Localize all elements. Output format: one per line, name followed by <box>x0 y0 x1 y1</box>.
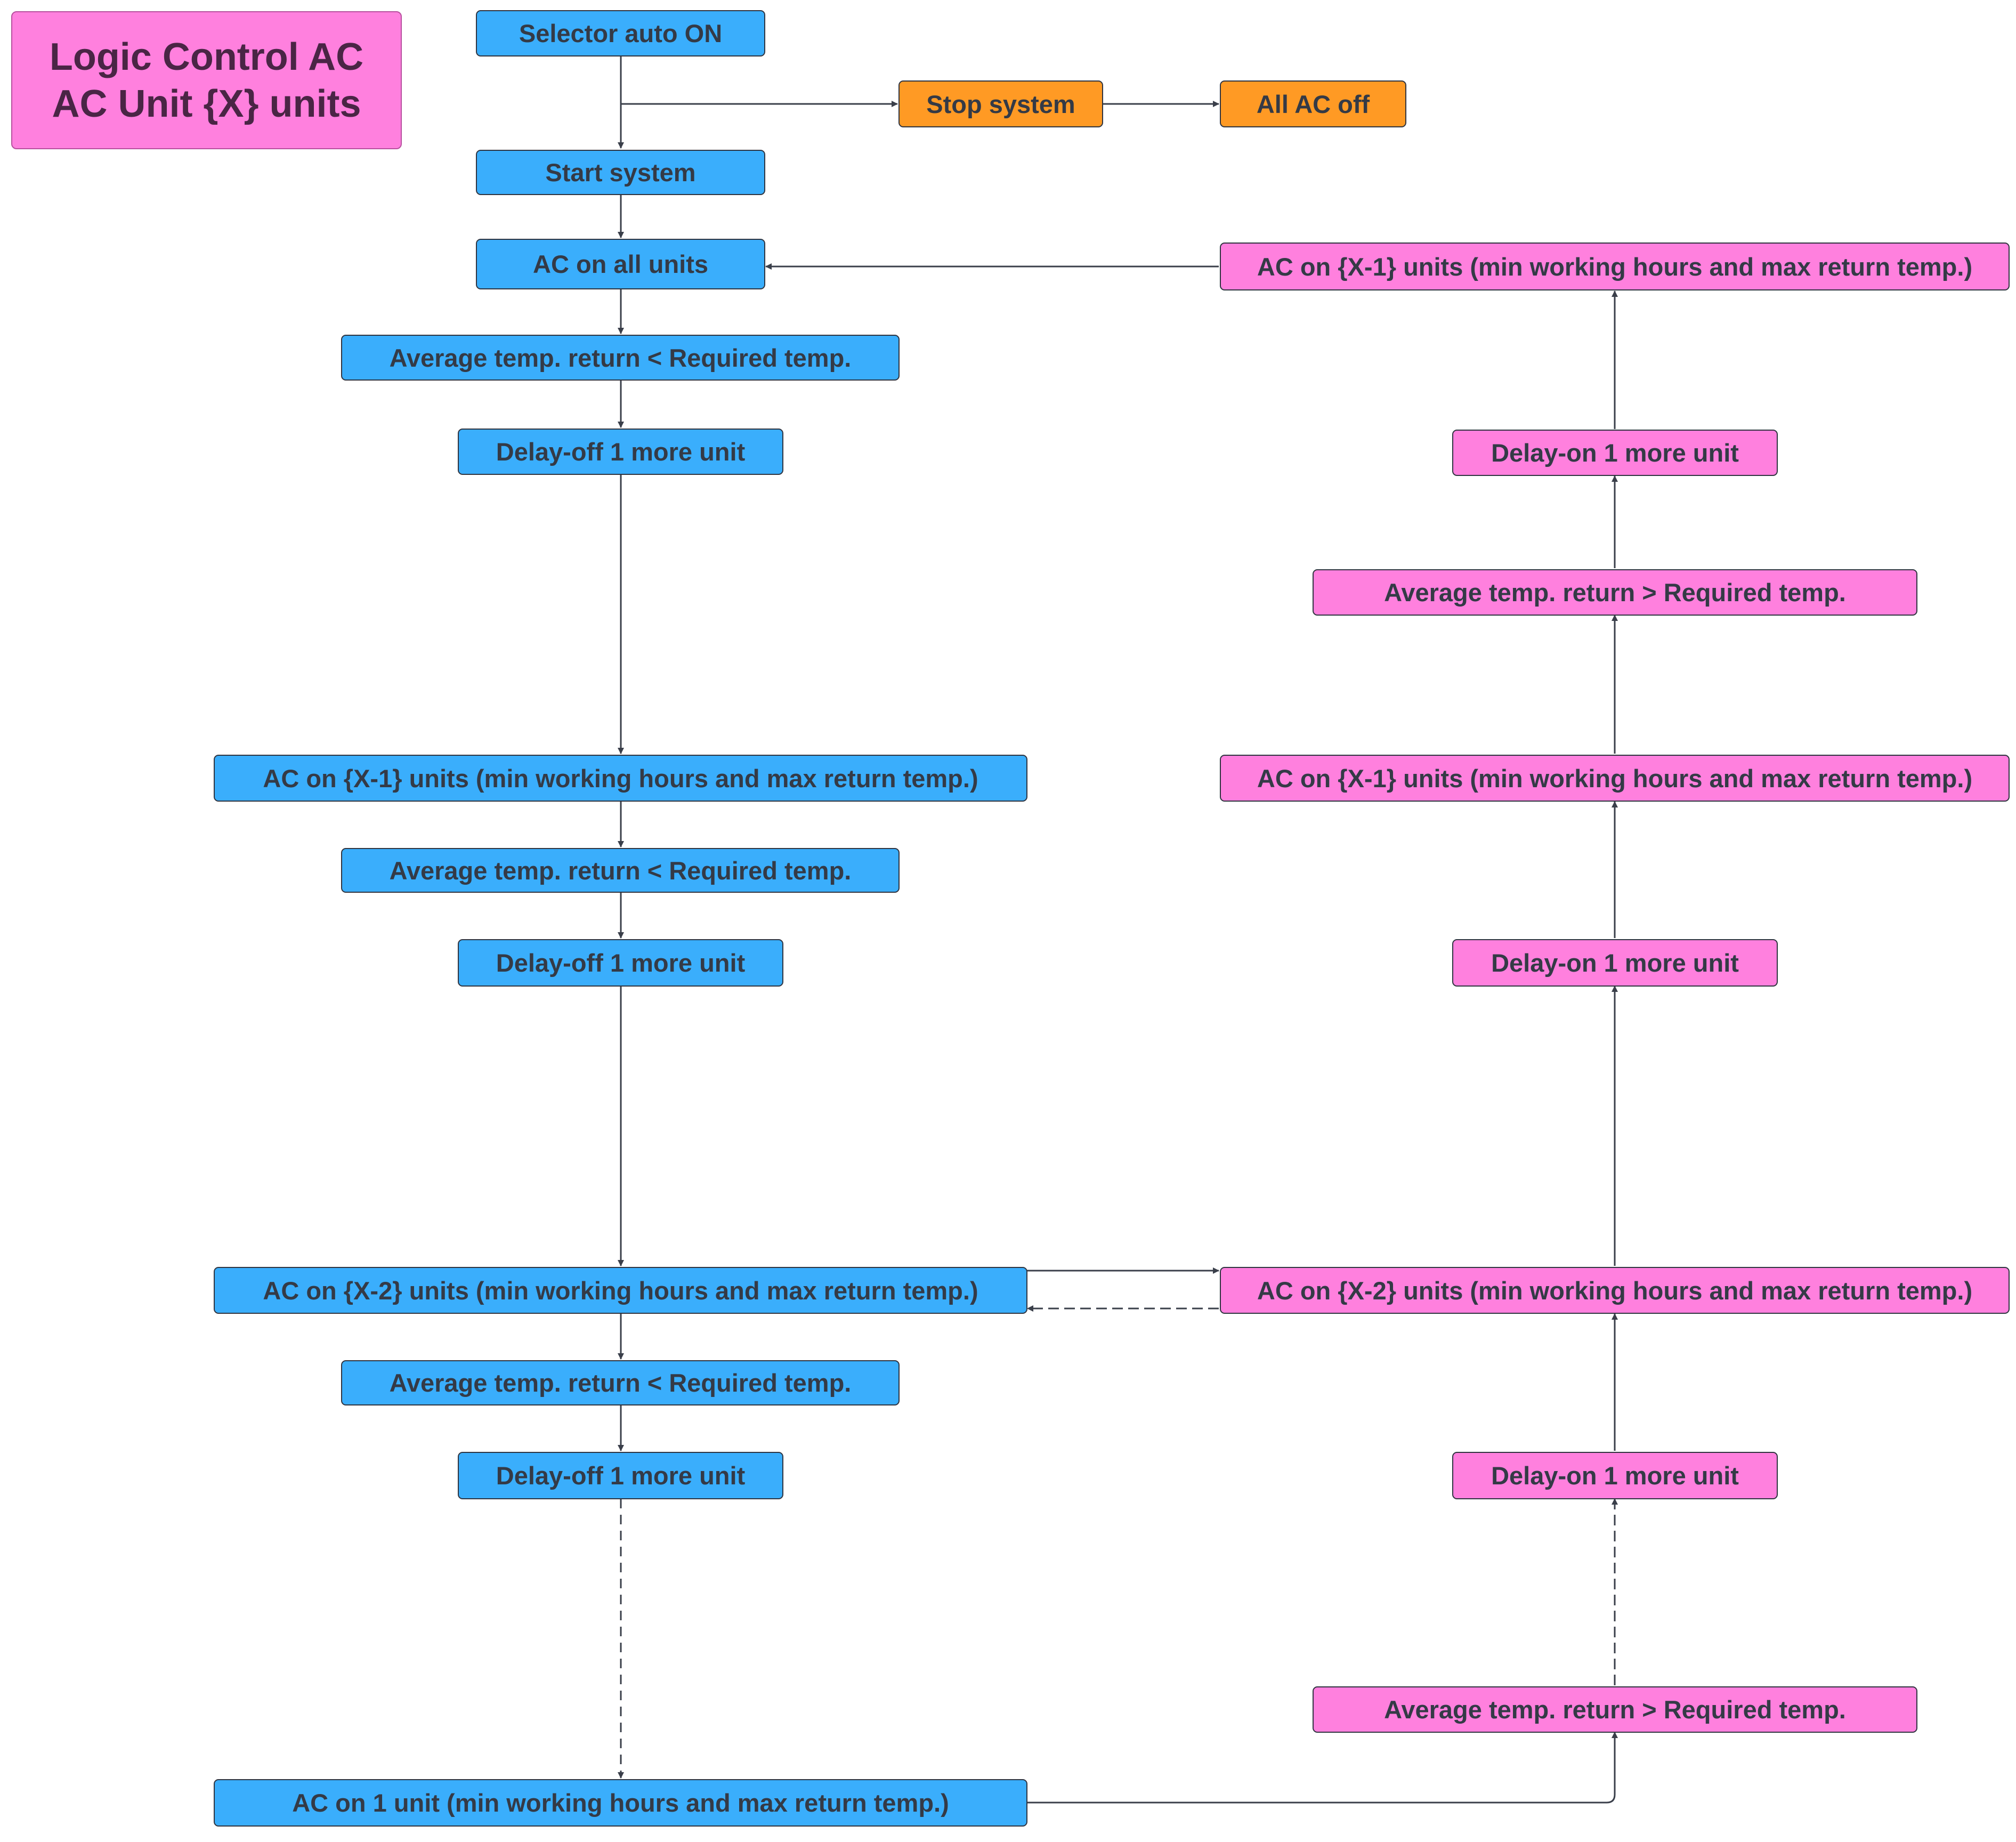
node-right-average-2: Average temp. return > Required temp. <box>1313 1686 1917 1733</box>
title-line-2: AC Unit {X} units <box>52 82 361 125</box>
node-left-delay-off-2: Delay-off 1 more unit <box>458 939 783 987</box>
node-left-ac-on-x-1: AC on {X-1} units (min working hours and… <box>214 755 1027 802</box>
node-all-ac-off: All AC off <box>1220 80 1406 127</box>
node-right-ac-on-x-1: AC on {X-1} units (min working hours and… <box>1220 755 2010 802</box>
node-left-average-2: Average temp. return < Required temp. <box>341 848 900 893</box>
node-right-delay-on-3: Delay-on 1 more unit <box>1452 1452 1778 1499</box>
node-right-average-1: Average temp. return > Required temp. <box>1313 569 1917 616</box>
node-right-delay-on-2: Delay-on 1 more unit <box>1452 939 1778 987</box>
node-right-delay-on-1: Delay-on 1 more unit <box>1452 430 1778 476</box>
arrow-one-to-r-avg2 <box>1027 1732 1618 1804</box>
node-right-ac-on-x-1-top: AC on {X-1} units (min working hours and… <box>1220 243 2010 290</box>
node-stop-system: Stop system <box>898 80 1103 127</box>
node-left-ac-on-x-2: AC on {X-2} units (min working hours and… <box>214 1267 1027 1314</box>
node-left-average-1: Average temp. return < Required temp. <box>341 335 900 381</box>
node-left-delay-off-1: Delay-off 1 more unit <box>458 429 783 475</box>
node-ac-on-all-units: AC on all units <box>476 239 765 289</box>
node-left-delay-off-3: Delay-off 1 more unit <box>458 1452 783 1499</box>
node-selector-auto-on: Selector auto ON <box>476 10 765 56</box>
title-line-1: Logic Control AC <box>49 35 364 78</box>
node-start-system: Start system <box>476 150 765 195</box>
node-right-ac-on-x-2: AC on {X-2} units (min working hours and… <box>1220 1267 2010 1314</box>
diagram-title: Logic Control AC AC Unit {X} units <box>11 11 402 149</box>
node-left-ac-on-1-unit: AC on 1 unit (min working hours and max … <box>214 1779 1027 1827</box>
node-left-average-3: Average temp. return < Required temp. <box>341 1360 900 1405</box>
